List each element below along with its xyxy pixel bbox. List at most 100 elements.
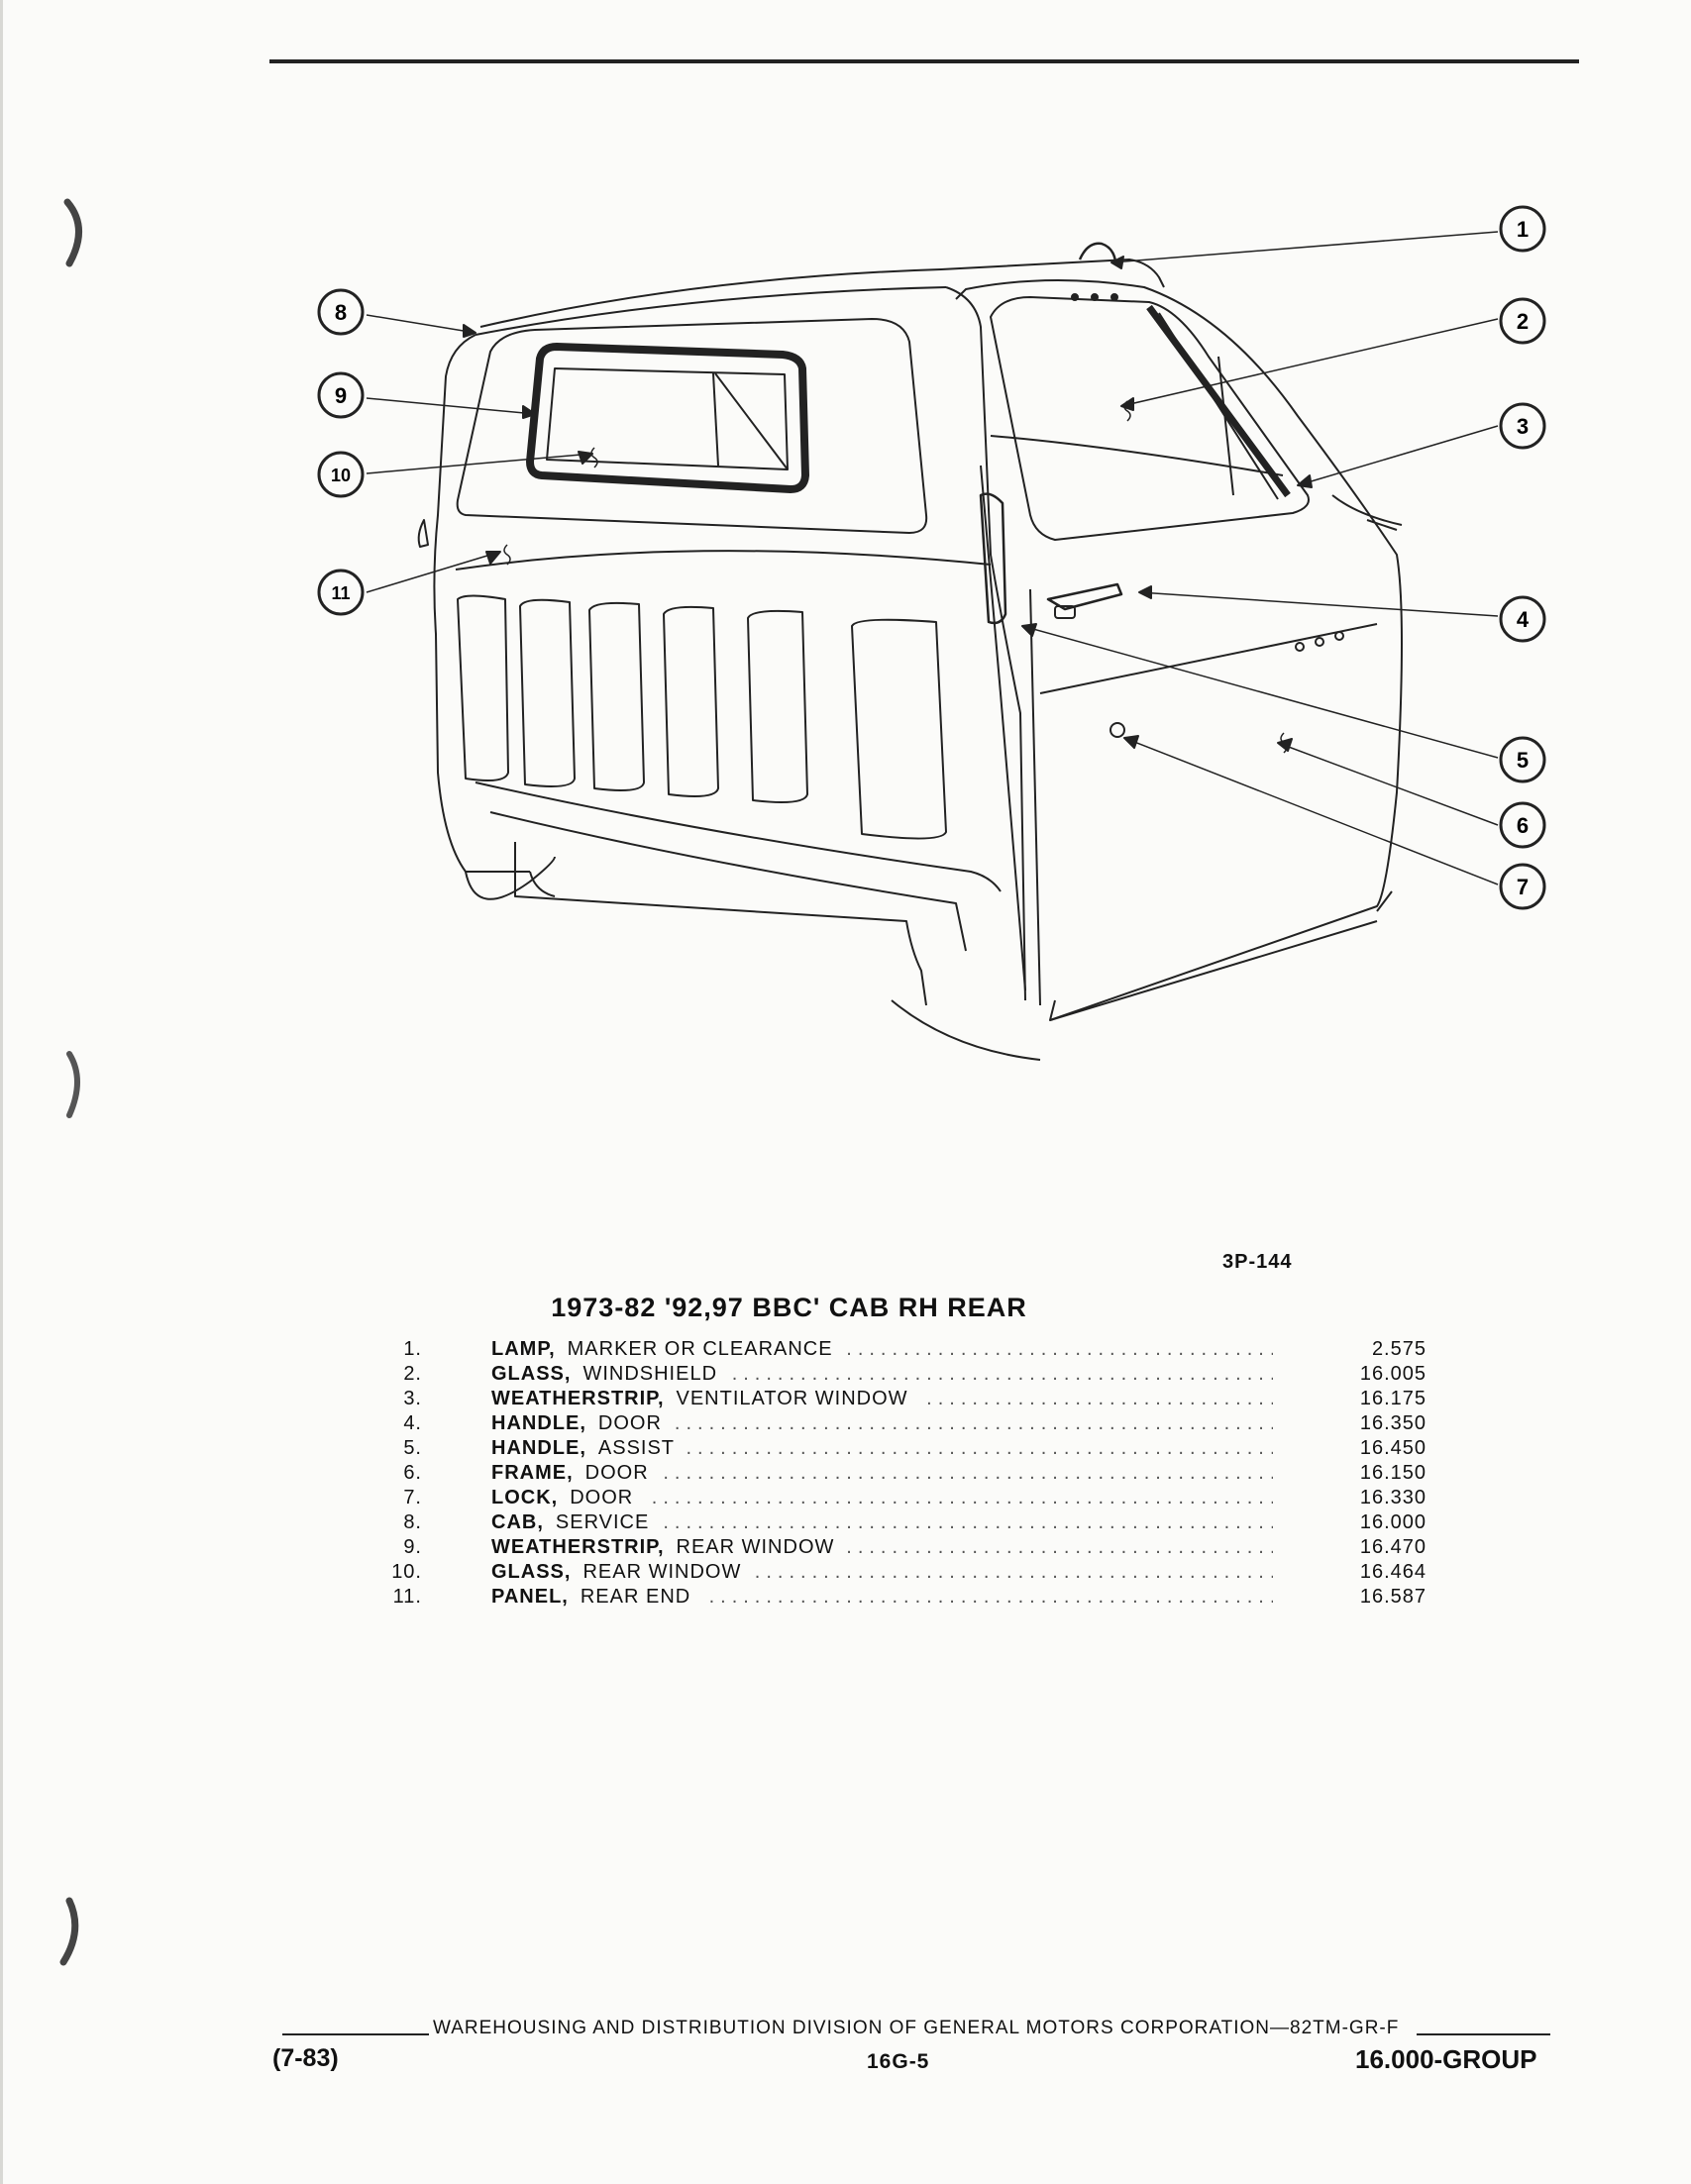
svg-text:7: 7 — [1517, 875, 1529, 899]
part-reference: 16.150 — [1359, 1462, 1427, 1484]
parts-list-row: 5. .....................................… — [376, 1436, 1427, 1461]
part-reference: 16.464 — [1359, 1561, 1427, 1583]
part-name: CAB, — [491, 1511, 556, 1533]
part-number: 6. — [403, 1462, 422, 1484]
part-reference: 2.575 — [1371, 1338, 1427, 1360]
callout-1: 1 — [1499, 205, 1546, 253]
callout-6: 6 — [1499, 801, 1546, 849]
callout-4: 4 — [1499, 595, 1546, 643]
part-description: ........................................… — [491, 1387, 1273, 1411]
part-reference: 16.450 — [1359, 1437, 1427, 1459]
figure-caption: 1973-82 '92,97 BBC' CAB RH REAR — [0, 1293, 1691, 1323]
svg-text:11: 11 — [331, 583, 350, 603]
svg-text:8: 8 — [335, 300, 347, 325]
part-detail: VENTILATOR WINDOW — [676, 1388, 920, 1409]
part-detail: REAR WINDOW — [676, 1536, 847, 1558]
part-name: WEATHERSTRIP, — [491, 1388, 677, 1409]
part-detail: DOOR — [570, 1487, 646, 1508]
parts-list-row: 11. ....................................… — [376, 1585, 1427, 1610]
part-detail: REAR WINDOW — [582, 1561, 754, 1583]
cab-illustration: 1 2 3 4 5 6 7 8 9 10 11 — [317, 205, 1546, 1061]
callout-3: 3 — [1499, 402, 1546, 450]
parts-list-row: 9. .....................................… — [376, 1535, 1427, 1560]
part-number: 9. — [403, 1536, 422, 1558]
part-reference: 16.470 — [1359, 1536, 1427, 1558]
header-rule — [269, 59, 1579, 63]
svg-text:10: 10 — [331, 466, 351, 485]
parts-list-row: 1. .....................................… — [376, 1337, 1427, 1362]
parts-list-row: 8. .....................................… — [376, 1510, 1427, 1535]
binder-edge — [0, 0, 3, 2184]
part-name: LOCK, — [491, 1487, 571, 1508]
part-description: ........................................… — [491, 1363, 1273, 1385]
parts-list-row: 4. .....................................… — [376, 1411, 1427, 1436]
caption-text: 1973-82 '92,97 BBC' CAB RH REAR — [551, 1293, 1027, 1322]
part-number: 1. — [403, 1338, 422, 1360]
part-name: HANDLE, — [491, 1412, 598, 1434]
footer-rule-right — [1417, 2033, 1550, 2035]
part-reference: 16.000 — [1359, 1511, 1427, 1533]
part-number: 5. — [403, 1437, 422, 1459]
svg-text:1: 1 — [1517, 217, 1529, 242]
parts-list-row: 7. .....................................… — [376, 1486, 1427, 1510]
callout-11: 11 — [317, 569, 365, 616]
part-number: 8. — [403, 1511, 422, 1533]
part-reference: 16.330 — [1359, 1487, 1427, 1508]
part-detail: WINDSHIELD — [582, 1363, 730, 1385]
figure-id: 3P-144 — [1222, 1251, 1293, 1273]
part-number: 4. — [403, 1412, 422, 1434]
part-name: GLASS, — [491, 1561, 583, 1583]
parts-list-row: 6. .....................................… — [376, 1461, 1427, 1486]
part-name: PANEL, — [491, 1586, 581, 1608]
part-name: WEATHERSTRIP, — [491, 1536, 677, 1558]
part-description: ........................................… — [491, 1437, 1273, 1459]
part-description: ........................................… — [491, 1561, 1273, 1583]
part-description: ........................................… — [491, 1487, 1273, 1508]
part-detail: DOOR — [584, 1462, 661, 1484]
cab-body-drawing — [366, 231, 1499, 1061]
part-number: 10. — [391, 1561, 422, 1583]
binder-hole-mark — [66, 1051, 80, 1118]
part-name: FRAME, — [491, 1462, 585, 1484]
part-detail: SERVICE — [555, 1511, 662, 1533]
part-reference: 16.587 — [1359, 1586, 1427, 1608]
part-description: ........................................… — [491, 1412, 1273, 1434]
part-reference: 16.005 — [1359, 1363, 1427, 1385]
part-detail: REAR END — [580, 1586, 703, 1608]
footer-publisher: WAREHOUSING AND DISTRIBUTION DIVISION OF… — [429, 2018, 1404, 2039]
part-number: 3. — [403, 1388, 422, 1409]
svg-text:4: 4 — [1517, 607, 1530, 632]
parts-list: 1. .....................................… — [376, 1337, 1427, 1610]
callout-8: 8 — [317, 288, 365, 336]
part-reference: 16.175 — [1359, 1388, 1427, 1409]
part-description: ........................................… — [491, 1536, 1273, 1558]
part-number: 11. — [392, 1586, 422, 1608]
part-description: ........................................… — [491, 1338, 1273, 1360]
parts-list-row: 10. ....................................… — [376, 1560, 1427, 1585]
parts-list-row: 3. .....................................… — [376, 1387, 1427, 1411]
part-detail: MARKER OR CLEARANCE — [567, 1338, 845, 1360]
callout-9: 9 — [317, 371, 365, 419]
part-description: ........................................… — [491, 1586, 1273, 1608]
binder-hole-mark — [63, 198, 82, 267]
part-number: 7. — [403, 1487, 422, 1508]
part-name: LAMP, — [491, 1338, 568, 1360]
callout-10: 10 — [317, 451, 365, 498]
svg-text:5: 5 — [1517, 748, 1529, 773]
footer-date: (7-83) — [272, 2044, 339, 2072]
footer-page-number: 16G-5 — [867, 2050, 930, 2073]
svg-text:6: 6 — [1517, 813, 1529, 838]
part-reference: 16.350 — [1359, 1412, 1427, 1434]
footer-rule-left — [282, 2033, 431, 2035]
part-number: 2. — [403, 1363, 422, 1385]
part-description: ........................................… — [491, 1511, 1273, 1533]
parts-list-row: 2. .....................................… — [376, 1362, 1427, 1387]
footer-group: 16.000-GROUP — [1355, 2044, 1537, 2074]
callout-2: 2 — [1499, 297, 1546, 345]
part-name: GLASS, — [491, 1363, 583, 1385]
callout-5: 5 — [1499, 736, 1546, 783]
callout-7: 7 — [1499, 863, 1546, 910]
part-name: HANDLE, — [491, 1437, 598, 1459]
svg-text:9: 9 — [335, 383, 347, 408]
part-detail: ASSIST — [597, 1437, 687, 1459]
